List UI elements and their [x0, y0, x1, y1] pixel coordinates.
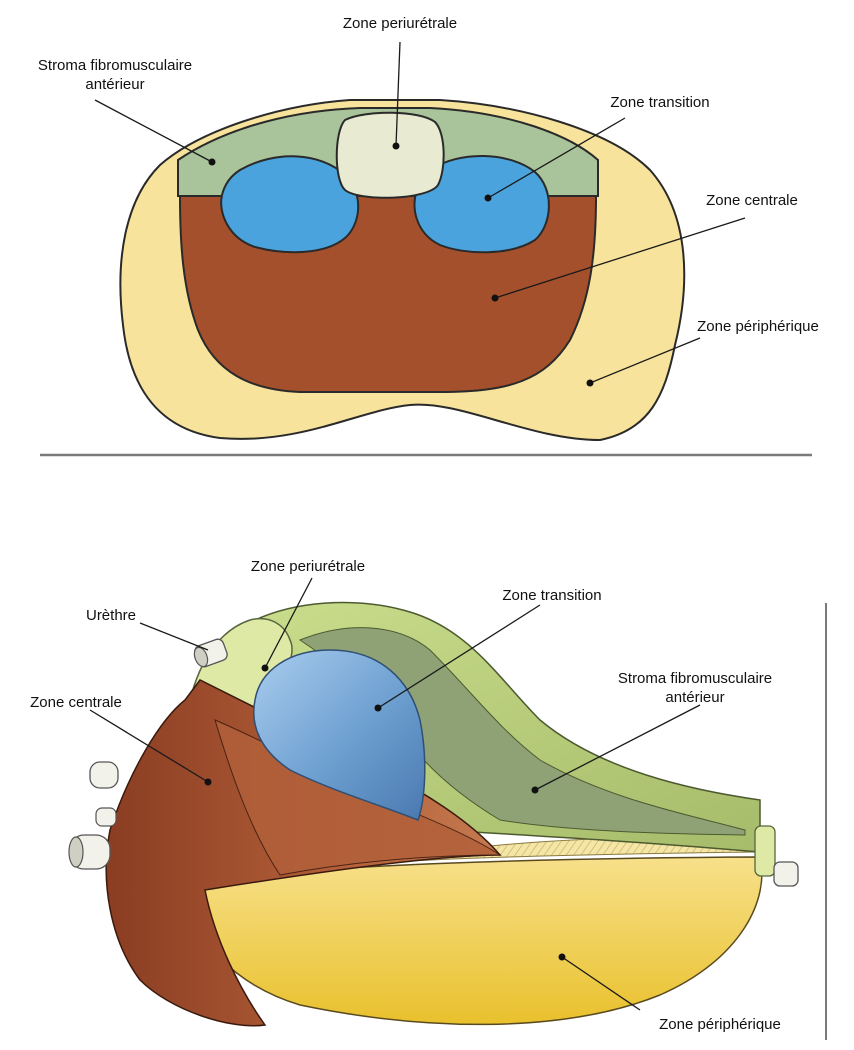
periurethral-zone-shape: [337, 113, 444, 198]
axial-label-centrale: Zone centrale: [706, 192, 798, 209]
axial-label-stroma-line2: antérieur: [85, 76, 144, 93]
axial-label-transition: Zone transition: [610, 94, 709, 111]
sagittal-label-stroma-line1: Stroma fibromusculaire: [618, 670, 772, 687]
peripheral-zone-3d-shape: [200, 857, 762, 1024]
sagittal-label-stroma-line2: antérieur: [665, 689, 724, 706]
axial-label-periuretrale: Zone periurétrale: [343, 15, 457, 32]
sagittal-label-periuretrale: Zone periurétrale: [251, 558, 365, 575]
sagittal-label-centrale: Zone centrale: [30, 694, 122, 711]
sagittal-label-urethre: Urèthre: [86, 607, 136, 624]
sagittal-label-peripherique: Zone périphérique: [659, 1016, 781, 1033]
axial-section-diagram: Zone periurétrale Stroma fibromusculaire…: [38, 15, 819, 455]
axial-label-stroma-line1: Stroma fibromusculaire: [38, 57, 192, 74]
sagittal-3d-diagram: Zone periurétrale Urèthre Zone transitio…: [30, 558, 826, 1040]
sagittal-label-transition: Zone transition: [502, 587, 601, 604]
axial-label-peripherique: Zone périphérique: [697, 318, 819, 335]
